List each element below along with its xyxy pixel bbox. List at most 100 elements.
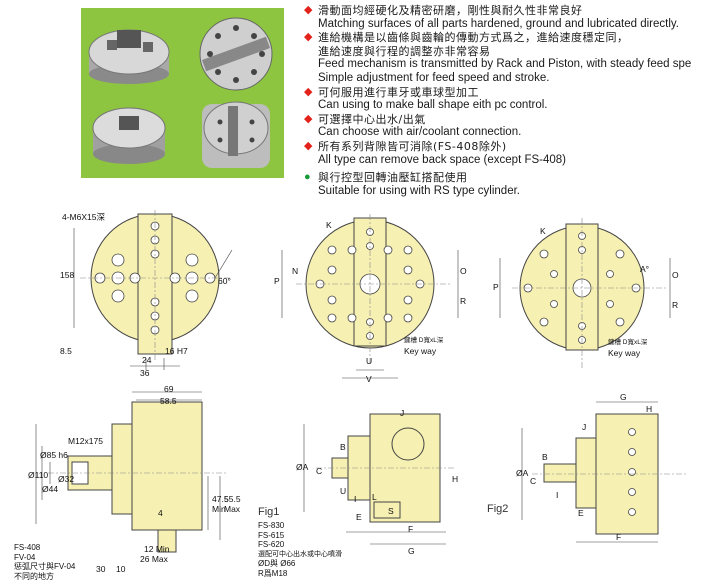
dim-h1: 47.5 Min <box>212 494 229 514</box>
drawing-fig2-side: G H J ØA B C I E F <box>516 392 696 552</box>
dim-u: U <box>366 356 373 366</box>
fig1-label: Fig1 <box>258 506 280 518</box>
dim-j: J <box>582 422 587 432</box>
feature-en-line2: Simple adjustment for feed speed and str… <box>318 71 550 84</box>
dot-bullet-icon: ● <box>304 171 311 184</box>
dim-w2: 36 <box>140 368 150 378</box>
dim-b: B <box>340 442 346 452</box>
dim-b3: 30 <box>96 564 106 574</box>
dim-d1: Ø110 <box>28 470 49 480</box>
dim-n: N <box>292 266 299 276</box>
dim-c: C <box>316 466 323 476</box>
dim-b1: 12 Min <box>144 544 170 554</box>
dim-thread: M12x175 <box>68 436 103 446</box>
dim-p: P <box>493 282 499 292</box>
dim-angle: A° <box>640 264 650 274</box>
dim-w3: 16 H7 <box>165 346 188 356</box>
keyway-en: Key way <box>608 348 641 358</box>
caption-line: FS-408 <box>14 543 41 552</box>
dim-l: L <box>372 492 377 502</box>
dim-d3: Ø44 <box>42 484 59 494</box>
dim-h2: 55.5 Max <box>224 494 241 514</box>
dim-f: F <box>616 532 622 542</box>
feature-en: All type can remove back space (except F… <box>318 153 567 166</box>
fig1-models: FS-830 FS-615 FS-620 選配可中心出水或中心噴滑 ØD與 Ø6… <box>258 521 342 579</box>
dim-o: O <box>672 270 679 280</box>
feature-item: ◆ 滑動面均經硬化及精密研磨，剛性與耐久性非常良好 Matching surfa… <box>304 4 714 31</box>
dim-h: H <box>452 474 459 484</box>
keyway-zh: 鍵槽 D寬xL深 <box>608 339 648 346</box>
dim-i: I <box>556 490 559 500</box>
dim-v4: 4 <box>158 508 163 518</box>
dim-h: H <box>646 404 653 414</box>
feature-en: Can choose with air/coolant connection. <box>318 126 522 139</box>
dim-u: U <box>340 486 347 496</box>
dim-top2: 58.5 <box>160 396 177 406</box>
caption-line: FV-04 <box>14 552 36 562</box>
model-line: FS-615 <box>258 530 285 540</box>
dim-c: C <box>530 476 537 486</box>
dim-b2: 26 Max <box>140 554 168 564</box>
drawing-fig1-front: K P O R N U V 鍵槽 D寬xL深 Key way <box>272 214 468 384</box>
dim-e: E <box>578 508 584 518</box>
drawing-fs408-side: 69 58.5 M12x175 Ø110 Ø85 h6 Ø44 Ø32 47.5… <box>28 384 242 574</box>
diamond-bullet-icon: ◆ <box>304 31 313 44</box>
feature-en: Suitable for using with RS type cylinder… <box>318 184 520 197</box>
dim-e: E <box>356 512 362 522</box>
drawing-fig2-front: K A° P O R 鍵槽 D寬xL深 Key way <box>492 218 688 378</box>
dim-b: B <box>542 452 548 462</box>
feature-item: ◆ 可選擇中心出水/出氣 Can choose with air/coolant… <box>304 113 714 140</box>
dim-p: P <box>274 276 280 286</box>
feature-en: Feed mechanism is transmitted by Rack an… <box>318 58 692 71</box>
dim-angle: 60° <box>218 276 231 286</box>
caption-line: 不同的地方 <box>14 571 54 581</box>
dim-j: J <box>400 408 405 418</box>
feature-zh-line2: 進給速度與行程的調整亦非常容易 <box>318 44 491 58</box>
dim-f: F <box>408 524 414 534</box>
dim-g: G <box>408 546 415 556</box>
dim-r: R <box>460 296 467 306</box>
feature-zh: 所有系列背隙皆可消除(FS-408除外) <box>318 139 507 153</box>
dim-d2: Ø85 h6 <box>40 450 68 460</box>
note-line: ØD與 Ø66 <box>258 559 296 569</box>
feature-zh: 進給機構是以齒條與齒輪的傳動方式爲之，進給速度穩定同， <box>318 31 629 45</box>
feature-item: ◆ 進給機構是以齒條與齒輪的傳動方式爲之，進給速度穩定同， 進給速度與行程的調整… <box>304 31 714 85</box>
feature-item: ◆ 可何服用進行車牙或車球型加工 Can using to make ball … <box>304 86 714 113</box>
keyway-zh: 鍵槽 D寬xL深 <box>404 337 444 344</box>
diamond-bullet-icon: ◆ <box>304 85 313 98</box>
dim-d4: Ø32 <box>58 474 75 484</box>
feature-en: Matching surfaces of all parts hardened,… <box>318 17 679 30</box>
feature-item: ● 與行控型回轉油壓缸搭配使用 Suitable for using with … <box>304 171 714 198</box>
feature-zh: 可何服用進行車牙或車球型加工 <box>318 85 479 99</box>
dim-b4: 10 <box>116 564 126 574</box>
note-line: 選配可中心出水或中心噴滑 <box>258 550 342 558</box>
drawing-fig1-side: J ØA B C U I E L H S F G <box>296 404 466 564</box>
dim-top1: 69 <box>164 384 174 394</box>
note-line: R爲M18 <box>258 568 288 578</box>
drawing-fs408-front: 4-M6X15深 158 60° 8.5 24 36 16 H7 <box>60 210 240 380</box>
feature-zh: 與行控型回轉油壓缸搭配使用 <box>318 171 468 185</box>
dim-da: ØA <box>296 462 309 472</box>
dim-w1: 24 <box>142 355 152 365</box>
keyway-en: Key way <box>404 346 437 356</box>
caption-line: 惩弧尺寸與FV-04 <box>14 562 76 572</box>
diamond-bullet-icon: ◆ <box>304 139 313 152</box>
dim-r: R <box>672 300 679 310</box>
dim-o: O <box>460 266 467 276</box>
feature-item: ◆ 所有系列背隙皆可消除(FS-408除外) All type can remo… <box>304 140 714 167</box>
fs408-caption: FS-408 FV-04 惩弧尺寸與FV-04 不同的地方 <box>14 543 75 581</box>
fig2-label: Fig2 <box>487 503 509 515</box>
dim-h1: 8.5 <box>60 346 72 356</box>
dim-v: V <box>366 374 372 384</box>
model-line: FS-830 <box>258 521 285 530</box>
dim-k: K <box>326 220 332 230</box>
diamond-bullet-icon: ◆ <box>304 4 313 16</box>
dim-g: G <box>620 392 627 402</box>
model-line: FS-620 <box>258 540 285 550</box>
diamond-bullet-icon: ◆ <box>304 112 313 125</box>
dim-thread: 4-M6X15深 <box>62 212 105 222</box>
feature-en: Can using to make ball shape eith pc con… <box>318 99 548 112</box>
feature-zh: 滑動面均經硬化及精密研磨，剛性與耐久性非常良好 <box>318 4 583 17</box>
dim-s: S <box>388 506 394 516</box>
dim-bolt-circle: 158 <box>60 270 75 280</box>
